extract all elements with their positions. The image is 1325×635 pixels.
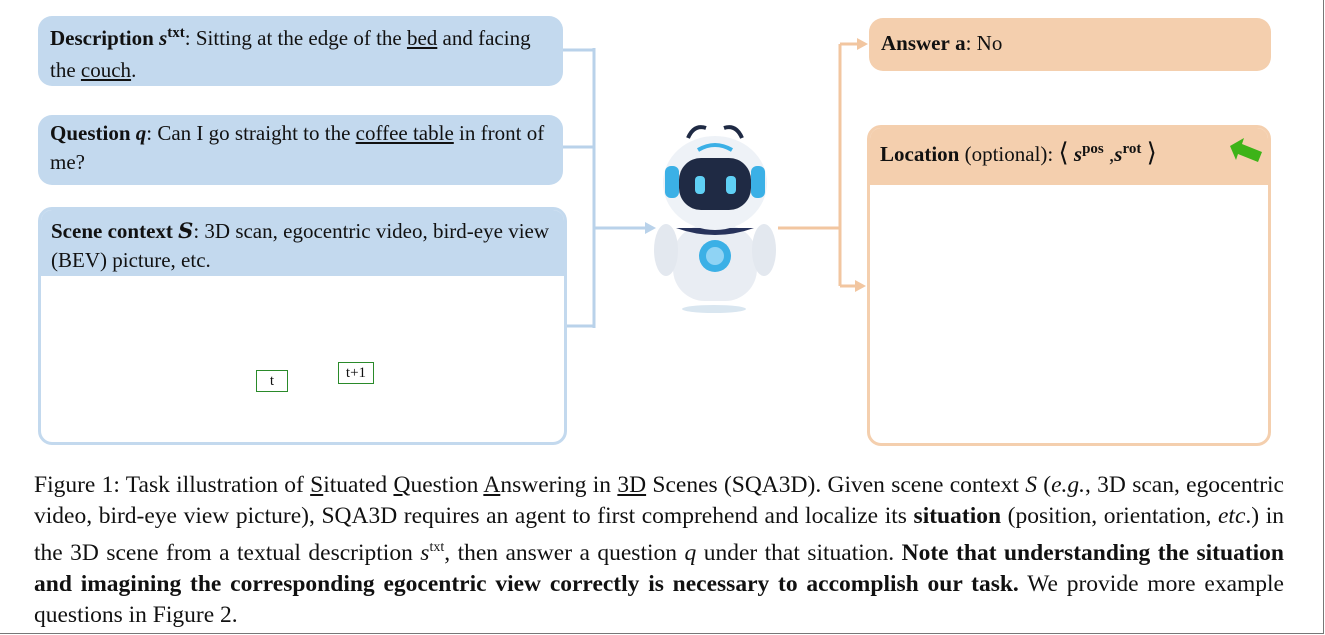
scene-context-header: Scene context S: 3D scan, egocentric vid… xyxy=(41,210,564,276)
location-close-bracket: ⟩ xyxy=(1146,138,1157,167)
caption-part: e.g. xyxy=(1051,472,1085,498)
caption-part: .) in the 3D scene from a textual descri… xyxy=(34,503,1284,566)
caption-part: We provide more example questions in Fig… xyxy=(34,570,1284,628)
scene-label: Scene context xyxy=(51,219,173,243)
question-text-pre: : Can I go straight to the xyxy=(146,121,356,145)
caption-part: Figure 1: Task illustration of xyxy=(34,472,311,498)
caption-part: (position, orientation, xyxy=(1001,503,1218,529)
scene-symbol: S xyxy=(178,218,194,243)
figure-caption: Figure 1: Task illustration of Situated … xyxy=(34,470,1284,631)
question-word-coffee-table: coffee table xyxy=(355,121,454,145)
caption-part: txt xyxy=(429,540,445,555)
location-sup-pos: pos xyxy=(1082,141,1104,157)
caption-part: s xyxy=(420,539,430,566)
caption-part: A xyxy=(483,472,501,498)
description-symbol-sup: txt xyxy=(167,25,185,41)
robot-icon xyxy=(654,125,776,313)
caption-part: etc xyxy=(1218,503,1246,529)
answer-box: Answer a: No xyxy=(869,18,1271,71)
description-word-couch: couch xyxy=(80,58,132,82)
caption-part: situation xyxy=(913,503,1002,529)
location-open-bracket: ⟨ xyxy=(1058,138,1069,167)
answer-label: Answer xyxy=(881,31,950,55)
caption-part: nswering in xyxy=(500,472,618,498)
arrow-to-robot xyxy=(645,222,656,234)
location-header: Location (optional): ⟨ spos ,srot ⟩ xyxy=(870,128,1268,185)
caption-part: Note that understanding the situation an… xyxy=(34,539,1284,597)
description-text-mid: and facing the xyxy=(50,26,531,82)
location-comma: , xyxy=(1109,142,1115,166)
answer-text: : No xyxy=(965,31,1003,55)
caption-part: ( xyxy=(1036,472,1052,498)
caption-part: ituated xyxy=(323,472,394,498)
location-s-rot: s xyxy=(1114,142,1123,166)
caption-part: q xyxy=(684,539,697,566)
scene-context-box: Scene context S: 3D scan, egocentric vid… xyxy=(38,207,567,445)
caption-part: S xyxy=(1025,472,1037,498)
input-connectors xyxy=(563,48,650,328)
green-arrow-icon xyxy=(1230,138,1262,162)
caption-part: S xyxy=(310,472,324,498)
location-optional: (optional): xyxy=(959,142,1059,166)
question-box: Question q: Can I go straight to the cof… xyxy=(38,115,563,185)
description-text-post: . xyxy=(131,58,137,82)
scene-text: : 3D scan, egocentric video, bird-eye vi… xyxy=(51,219,550,272)
question-text-post: in front of me? xyxy=(50,121,545,174)
question-symbol: q xyxy=(135,121,147,145)
caption-part: uestion xyxy=(410,472,484,498)
location-s-pos: s xyxy=(1073,142,1083,166)
arrow-to-location xyxy=(855,280,866,292)
frame-label-t-plus-1: t+1 xyxy=(338,362,374,384)
output-connectors xyxy=(778,42,860,288)
description-box: Description stxt: Sitting at the edge of… xyxy=(38,16,563,86)
location-label: Location xyxy=(880,142,960,166)
location-box: Location (optional): ⟨ spos ,srot ⟩ xyxy=(867,125,1271,446)
caption-part: 3D xyxy=(617,472,647,498)
frame-label-t: t xyxy=(256,370,288,392)
caption-part: , then answer a question xyxy=(444,539,685,566)
caption-part: under that situation. xyxy=(696,539,902,566)
caption-part: Q xyxy=(393,472,411,498)
location-sup-rot: rot xyxy=(1122,141,1142,157)
description-symbol: s xyxy=(159,26,168,50)
question-label: Question xyxy=(50,121,131,145)
caption-part: Scenes (SQA3D). Given scene context xyxy=(646,472,1026,498)
answer-symbol: a xyxy=(955,31,966,55)
arrow-to-answer xyxy=(857,38,868,50)
description-label: Description xyxy=(50,26,154,50)
description-word-bed: bed xyxy=(406,26,438,50)
caption-part: , 3D scan, egocentric video, bird-eye vi… xyxy=(34,472,1284,529)
description-text-pre: : Sitting at the edge of the xyxy=(184,26,407,50)
